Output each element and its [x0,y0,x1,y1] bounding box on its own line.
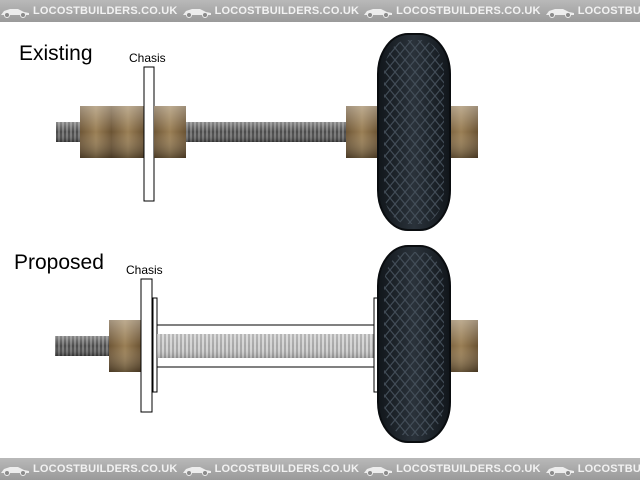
watermark-text: LOCOSTBUILDERS.CO.UK [545,0,640,22]
watermark-text: LOCOSTBUILDERS.CO.UK [363,0,545,22]
car-logo-icon [182,9,211,19]
watermark-text: LOCOSTBUILDERS.CO.UK [363,458,545,480]
car-logo-icon [182,467,211,477]
bolt-diagram [55,33,478,443]
car-logo-icon [545,9,574,19]
watermark-text: LOCOSTBUILDERS.CO.UK [182,458,364,480]
watermark-text: LOCOSTBUILDERS.CO.UK [0,0,182,22]
car-logo-icon [1,467,29,477]
existing-chassis-plate [143,66,155,202]
existing-title: Existing [19,42,93,65]
car-logo-icon [364,467,393,477]
existing-tyre [377,33,451,231]
proposed-tyre [377,245,451,443]
car-logo-icon [1,9,29,19]
watermark-text: LOCOSTBUILDERS.CO.UK [545,458,640,480]
proposed-washer-left [152,297,158,393]
proposed-assembly [55,245,478,443]
proposed-chassis-label: Chasis [126,263,163,277]
proposed-chassis-plate [140,278,153,413]
existing-assembly [56,33,478,231]
watermark-text: LOCOSTBUILDERS.CO.UK [182,0,364,22]
proposed-title: Proposed [14,251,104,274]
existing-chassis-label: Chasis [129,51,166,65]
watermark-text: LOCOSTBUILDERS.CO.UK [0,458,182,480]
car-logo-icon [545,467,574,477]
car-logo-icon [364,9,393,19]
